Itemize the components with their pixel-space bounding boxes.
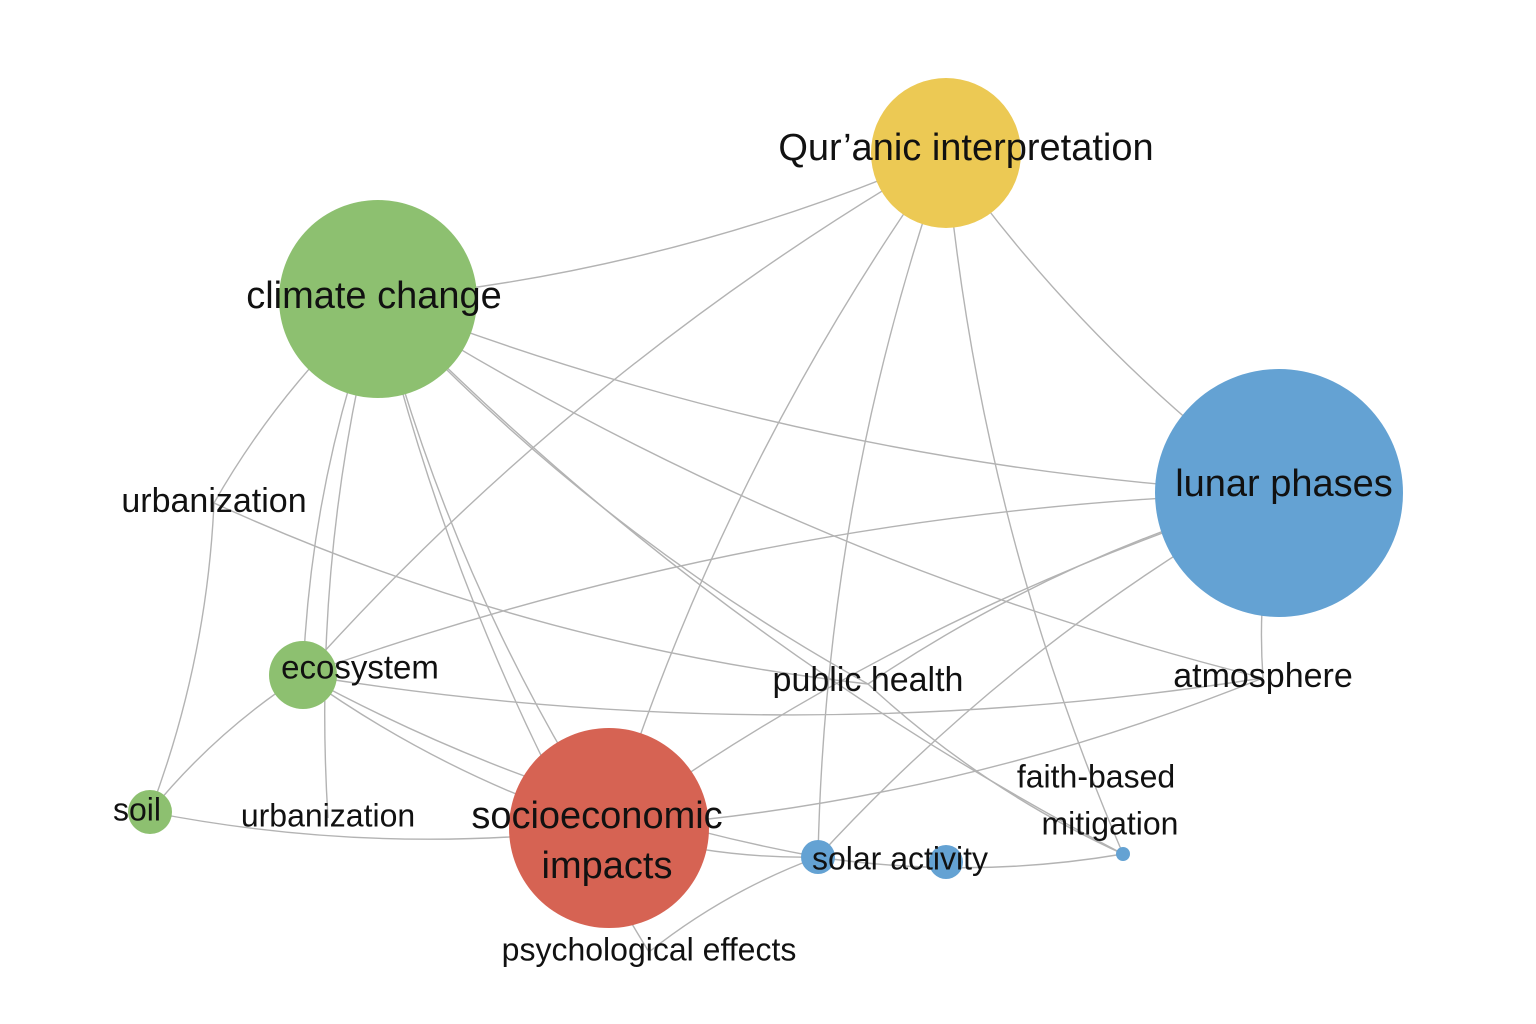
edge-quranic-ecosystem [302, 152, 947, 676]
node-layer [128, 78, 1403, 928]
label-publichealth: public health [773, 661, 964, 699]
edge-climate-lunar [377, 298, 1280, 494]
edge-urban1-publichealth [213, 502, 869, 685]
node-soil[interactable] [128, 790, 172, 834]
edge-publichealth-faith [867, 683, 1124, 855]
node-solar-secondary[interactable] [929, 845, 963, 879]
label-soil: soil [113, 791, 161, 827]
edge-climate-atmosphere [377, 298, 1264, 679]
node-lunar[interactable] [1155, 369, 1403, 617]
edge-ecosystem-atmosphere [302, 674, 1264, 716]
node-ecosystem[interactable] [269, 641, 337, 709]
edge-solar-faith [817, 853, 1124, 869]
label-climate: climate change [246, 275, 502, 317]
node-climate[interactable] [279, 200, 477, 398]
label-ecosystem: ecosystem [281, 649, 439, 686]
node-faith[interactable] [1116, 847, 1130, 861]
edge-quranic-faith [945, 152, 1124, 855]
label-solar: solar activity [812, 840, 988, 876]
edge-quranic-socio [608, 152, 947, 829]
label-psych: psychological effects [502, 931, 797, 967]
edge-climate-faith [377, 298, 1124, 855]
label-urban1: urbanization [121, 482, 306, 520]
edge-quranic-solar [817, 152, 947, 858]
edge-solar-psych [648, 856, 819, 953]
label-atmosphere: atmosphere [1173, 657, 1353, 695]
label-faith-line1: faith-based [1017, 758, 1175, 794]
label-socio-line2: impacts [542, 845, 673, 887]
edge-lunar-ecosystem [302, 492, 1280, 676]
edge-soil-urban1 [149, 502, 215, 813]
label-urban2: urbanization [241, 797, 415, 833]
label-socio-line1: socioeconomic [471, 795, 722, 837]
node-quranic[interactable] [871, 78, 1021, 228]
label-faith-line2: mitigation [1042, 805, 1179, 841]
label-lunar: lunar phases [1175, 463, 1393, 505]
label-layer: Qur’anic interpretation climate change lun… [113, 127, 1393, 967]
node-socio[interactable] [509, 728, 709, 928]
label-quranic: Qur’anic interpretation [778, 127, 1153, 169]
node-solar[interactable] [801, 840, 835, 874]
